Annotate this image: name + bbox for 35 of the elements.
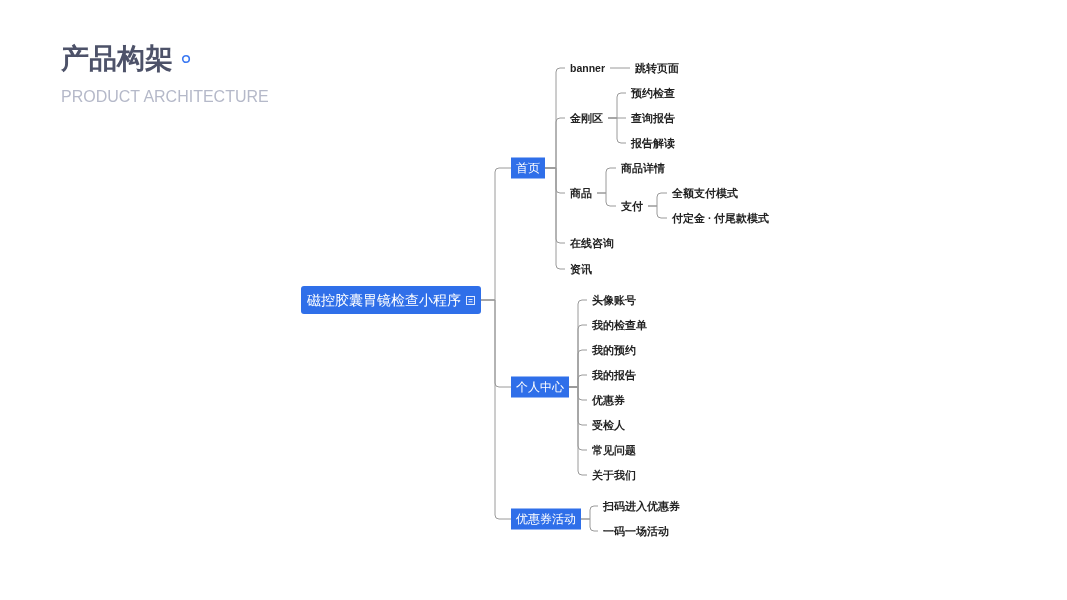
subtitle: PRODUCT ARCHITECTURE [61,88,269,106]
topic-label: 我的检查单 [587,316,652,334]
topic-label: banner [565,59,610,77]
connector-line [480,299,512,520]
topic-label: 支付 [616,197,648,215]
connector-line [609,67,631,69]
topic-label: 我的报告 [587,366,641,384]
topic-label: 我的预约 [587,341,641,359]
topic-box: 优惠券活动 [511,508,581,530]
topic-label: 一码一场活动 [598,522,674,540]
connector-line [568,386,588,476]
topic-label: 头像账号 [587,291,641,309]
topic-box: 首页 [511,157,545,179]
topic-box: 个人中心 [511,376,569,398]
topic-label: 商品 [565,184,597,202]
topic-label: 全额支付模式 [667,184,743,202]
topic-label: 资讯 [565,260,597,278]
title: 产品构架 [61,42,173,76]
connector-line [596,192,617,207]
topic-label: 预约检查 [626,84,680,102]
topic-label: 金刚区 [565,109,608,127]
topic-label: 报告解读 [626,134,680,152]
topic-label: 商品详情 [616,159,670,177]
root-topic-box: 磁控胶囊胃镜检查小程序 [301,286,481,314]
topic-label: 受检人 [587,416,630,434]
topic-label: 关于我们 [587,466,641,484]
topic-label: 常见问题 [587,441,641,459]
topic-label: 在线咨询 [565,234,619,252]
topic-label: 查询报告 [626,109,680,127]
topic-label: 付定金 · 付尾款模式 [667,209,775,227]
topic-label: 跳转页面 [630,59,684,77]
connector-line [647,205,668,219]
topic-label: 扫码进入优惠券 [598,497,685,515]
topic-label: 优惠券 [587,391,630,409]
connector-line [580,518,599,532]
